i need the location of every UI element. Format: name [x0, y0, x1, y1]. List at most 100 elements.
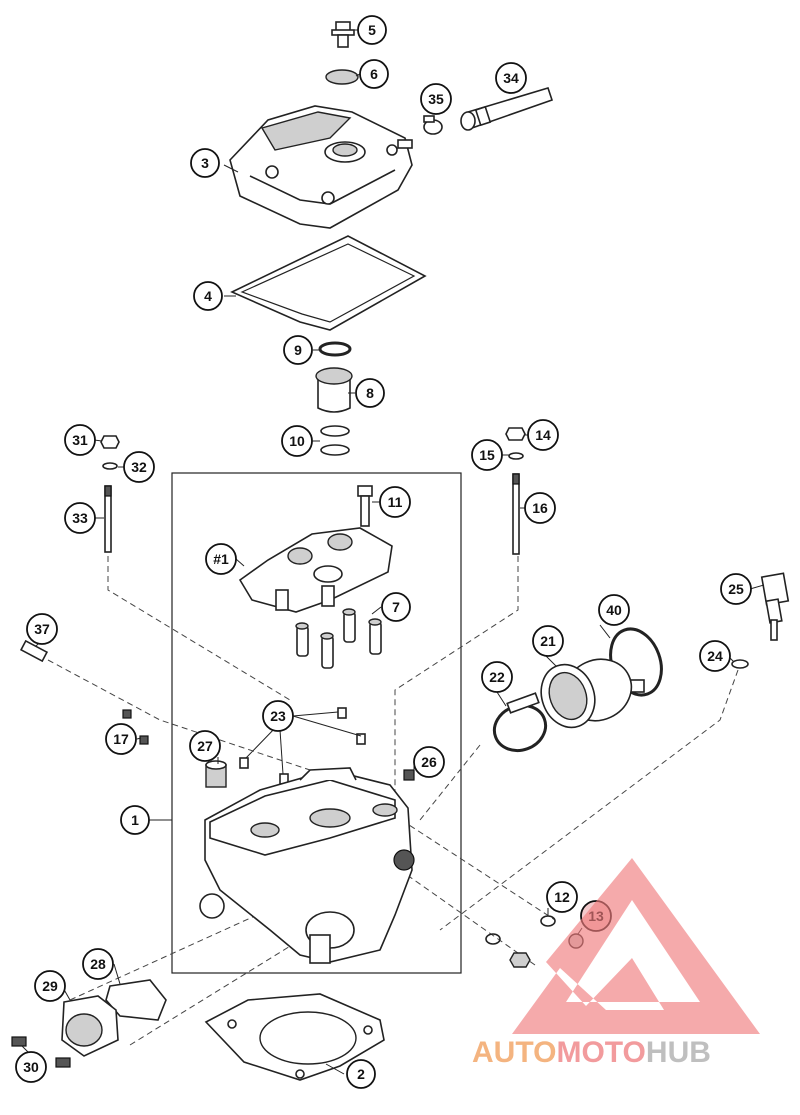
svg-text:5: 5	[368, 22, 376, 38]
callout-5: 5	[357, 15, 387, 45]
valve-guides-part-7	[295, 608, 382, 669]
svg-text:14: 14	[535, 427, 551, 443]
manifold-part-29	[61, 995, 119, 1057]
svg-text:21: 21	[540, 633, 556, 649]
callout-7: 7	[381, 592, 411, 622]
svg-text:30: 30	[23, 1059, 39, 1075]
svg-text:25: 25	[728, 581, 744, 597]
callout-11: 11	[379, 486, 411, 518]
callout-24: 24	[699, 640, 731, 672]
svg-text:#1: #1	[213, 551, 229, 567]
svg-text:29: 29	[42, 978, 58, 994]
callout-29: 29	[34, 970, 66, 1002]
svg-text:12: 12	[554, 889, 570, 905]
dowels-part-23	[239, 707, 366, 785]
callout-21: 21	[532, 625, 564, 657]
svg-text:26: 26	[421, 754, 437, 770]
sleeve-part-8	[315, 367, 353, 413]
svg-text:10: 10	[289, 433, 305, 449]
valve-cover-part-3	[229, 105, 413, 229]
oring-part-12	[540, 915, 556, 927]
svg-text:37: 37	[34, 621, 50, 637]
fitting-part-27	[205, 760, 227, 788]
svg-text:1: 1	[131, 812, 139, 828]
washer-part-32	[102, 462, 118, 470]
svg-text:11: 11	[388, 494, 403, 510]
svg-text:7: 7	[392, 599, 400, 615]
callout-28: 28	[82, 948, 114, 980]
sensor-part-25	[760, 572, 790, 641]
svg-text:8: 8	[366, 385, 374, 401]
bolt-part-11	[357, 485, 373, 527]
svg-text:17: 17	[113, 731, 129, 747]
plug-part-17	[122, 709, 149, 745]
svg-text:2: 2	[357, 1066, 365, 1082]
cylinder-head-part-1	[199, 767, 415, 964]
watermark-auto: AUTO	[472, 1036, 556, 1069]
svg-text:35: 35	[428, 91, 444, 107]
nut-part-31	[100, 435, 120, 449]
svg-text:15: 15	[479, 447, 495, 463]
callout-15: 15	[471, 439, 503, 471]
leader-lines	[21, 29, 765, 1075]
callout-23: 23	[262, 700, 294, 732]
callout-25: 25	[720, 573, 752, 605]
callout-26: 26	[413, 746, 445, 778]
oring-part-10a	[320, 425, 350, 437]
watermark-hub: HUB	[646, 1036, 711, 1069]
callout-3: 3	[190, 148, 220, 178]
callout-12: 12	[546, 881, 578, 913]
hose-clamp-part-22	[492, 692, 548, 753]
callout-35: 35	[420, 83, 452, 115]
callout-40: 40	[598, 594, 630, 626]
callout-8: 8	[355, 378, 385, 408]
clamp-part-35	[423, 115, 443, 135]
svg-text:31: 31	[72, 432, 88, 448]
callout-30: 30	[15, 1051, 47, 1083]
svg-text:34: 34	[503, 70, 519, 86]
callout-1: 1	[120, 805, 150, 835]
svg-text:AUTOMOTOHUB: AUTOMOTOHUB	[472, 1036, 711, 1069]
cam-carrier-part-1-sub	[238, 527, 393, 613]
oring-part-12b	[485, 933, 501, 945]
callout-27: 27	[189, 730, 221, 762]
callout-34: 34	[495, 62, 527, 94]
gasket-part-4	[230, 235, 427, 331]
callout-31: 31	[64, 424, 96, 456]
callout-32: 32	[123, 451, 155, 483]
callout-22: 22	[481, 661, 513, 693]
head-gasket-part-2	[204, 993, 385, 1081]
nut-part-14	[505, 427, 526, 441]
hose-part-34	[460, 87, 554, 131]
gasket-part-28	[105, 979, 167, 1021]
svg-text:6: 6	[370, 66, 378, 82]
seal-part-9	[318, 341, 352, 357]
callout-17: 17	[105, 723, 137, 755]
svg-text:24: 24	[707, 648, 723, 664]
svg-text:28: 28	[90, 956, 106, 972]
svg-text:4: 4	[204, 288, 212, 304]
washer-part-6	[325, 69, 359, 85]
svg-text:40: 40	[606, 602, 622, 618]
callout-2: 2	[346, 1059, 376, 1089]
stud-part-33	[104, 485, 112, 553]
svg-text:33: 33	[72, 510, 88, 526]
svg-text:32: 32	[131, 459, 147, 475]
assembly-frame	[171, 472, 462, 974]
callout-10: 10	[281, 425, 313, 457]
bolt-part-30b	[55, 1057, 71, 1068]
callout-4: 4	[193, 281, 223, 311]
svg-text:16: 16	[532, 500, 548, 516]
callout-37: 37	[26, 613, 58, 645]
svg-text:22: 22	[489, 669, 505, 685]
callout-6: 6	[359, 59, 389, 89]
callout-sub-1: #1	[205, 543, 237, 575]
stud-part-16	[512, 473, 520, 555]
intake-boot-part-21	[540, 658, 633, 729]
washer-part-15	[508, 452, 524, 460]
callout-16: 16	[524, 492, 556, 524]
bolt-part-5	[331, 21, 355, 48]
svg-text:23: 23	[270, 708, 286, 724]
svg-text:9: 9	[294, 342, 302, 358]
